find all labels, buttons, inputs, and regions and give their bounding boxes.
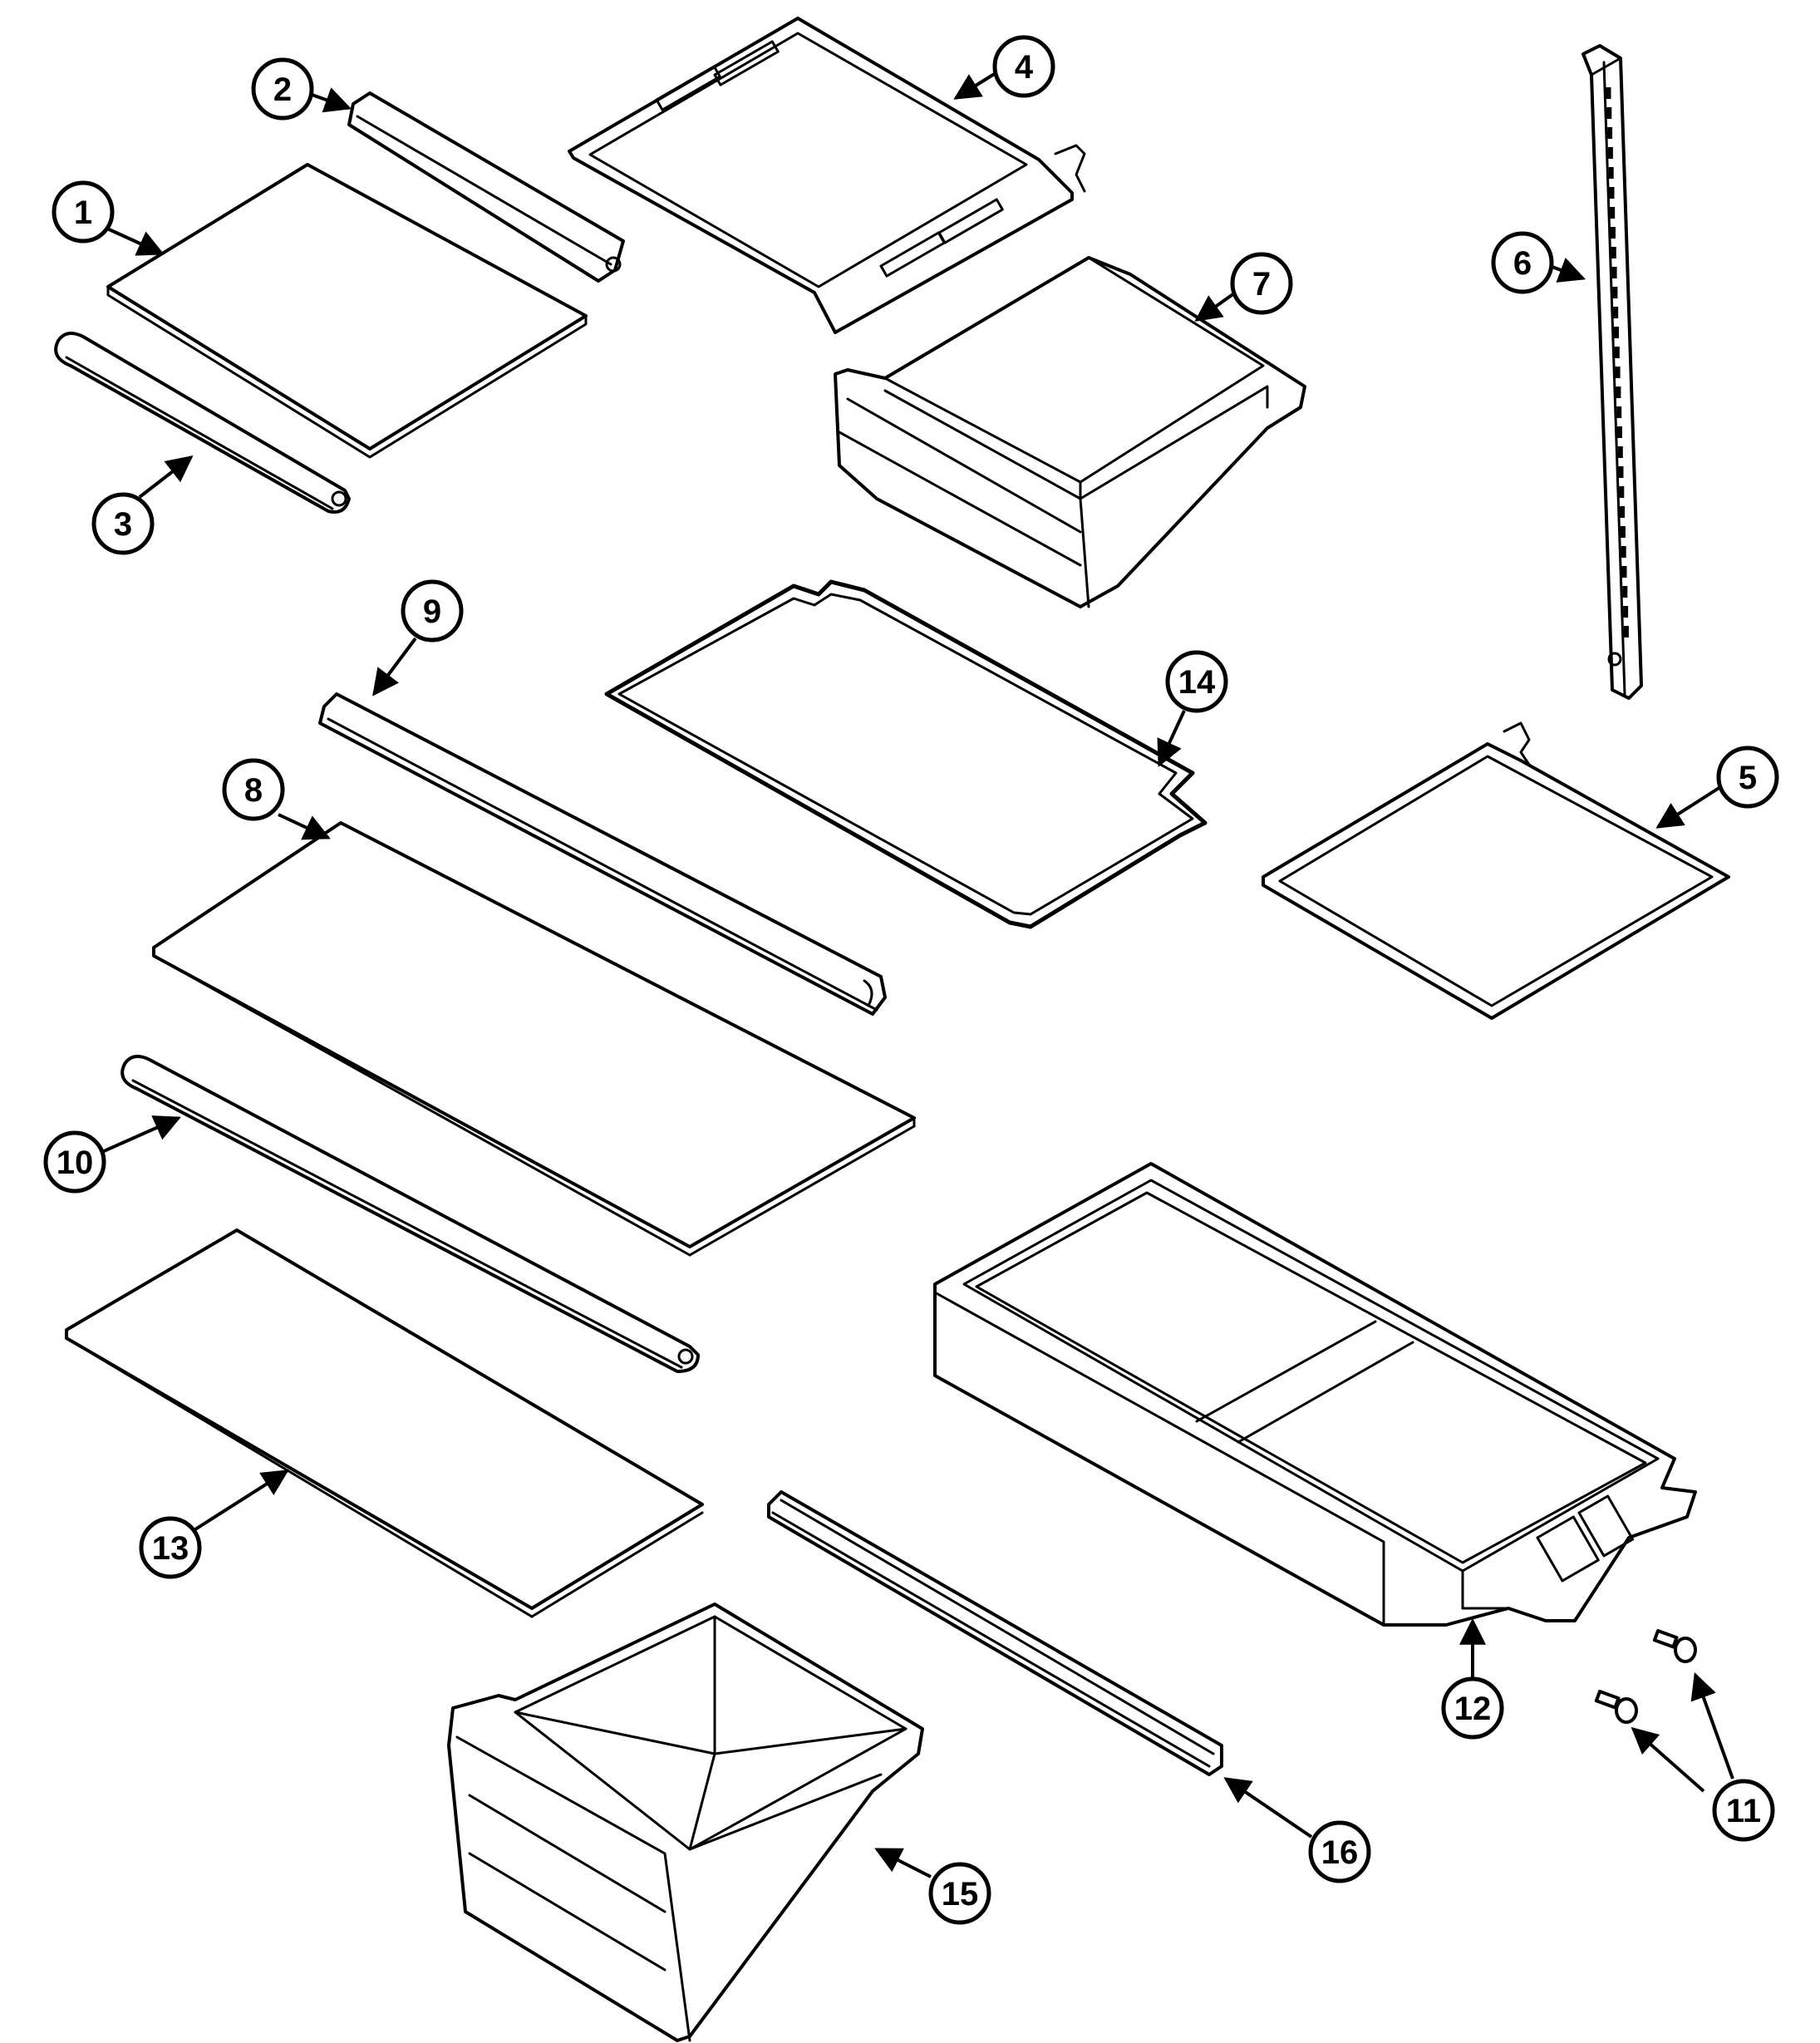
part-16-slide-rail [767,1490,1223,1776]
standard-slot [1611,227,1616,239]
svg-text:3: 3 [114,506,132,543]
svg-text:9: 9 [423,593,441,630]
standard-slot [1608,167,1614,179]
part-5-shelf-frame [1262,721,1730,1020]
standard-slot [1611,247,1616,258]
svg-text:6: 6 [1513,245,1532,282]
standard-slot [1616,406,1622,418]
svg-text:13: 13 [152,1530,189,1567]
standard-slot [1606,87,1611,99]
standard-slot [1609,187,1615,199]
standard-slot [1620,506,1626,518]
callout-13: 13 [139,1516,202,1579]
part-13-glass-shelf [65,1228,704,1618]
callout-11: 11 [1712,1779,1775,1842]
svg-text:10: 10 [57,1145,94,1181]
standard-slot [1611,267,1617,278]
part-11-screws [1594,1628,1697,1724]
callout-9: 9 [401,579,464,642]
callout-4: 4 [992,35,1055,98]
standard-slot [1619,486,1625,498]
svg-text:2: 2 [273,71,292,108]
standard-slot [1614,327,1619,338]
standard-slot [1623,606,1629,618]
standard-slot [1620,526,1626,538]
part-12-crisper-cover [933,1162,1697,1627]
standard-slot [1623,626,1629,638]
callout-3: 3 [91,492,155,555]
svg-text:16: 16 [1321,1834,1359,1871]
callout-7: 7 [1230,252,1293,315]
standard-slot [1621,546,1626,558]
standard-slot [1618,466,1624,478]
svg-text:4: 4 [1015,49,1034,86]
part-7-drawer [834,256,1306,608]
part-3-front-trim [54,332,351,514]
callout-15: 15 [928,1862,991,1925]
standard-slot [1616,386,1621,398]
callout-12: 12 [1441,1676,1504,1740]
svg-text:12: 12 [1454,1691,1492,1727]
part-6-shelf-standard [1581,44,1643,700]
part-14-wire-frame [604,579,1208,929]
standard-slot [1607,127,1613,139]
standard-slot [1612,287,1618,298]
callout-2: 2 [251,57,314,121]
svg-text:1: 1 [74,194,92,231]
part-8-glass-shelf [152,821,916,1257]
standard-slot [1613,307,1619,318]
callout-14: 14 [1165,650,1228,713]
standard-slot [1615,367,1621,378]
svg-text:5: 5 [1739,760,1757,796]
callout-6: 6 [1491,231,1554,294]
standard-slot [1621,566,1627,578]
callout-5: 5 [1716,746,1779,809]
part-15-deep-drawer [447,1602,924,2042]
callout-8: 8 [222,758,285,821]
svg-text:7: 7 [1252,266,1271,303]
part-2-rear-trim [347,91,625,283]
leader-lines [103,71,1734,1878]
screw-a [1652,1628,1697,1663]
standard-slot [1617,426,1622,438]
standard-slot [1606,107,1612,119]
svg-text:11: 11 [1726,1793,1761,1829]
callout-16: 16 [1308,1820,1371,1883]
svg-text:14: 14 [1178,664,1216,701]
part-9-rear-trim [318,692,887,1016]
callout-1: 1 [52,180,115,244]
part-1-glass-shelf [106,163,588,459]
svg-text:8: 8 [244,772,263,809]
part-10-front-trim [121,1055,700,1373]
screw-b [1594,1689,1638,1724]
part-4-shelf-frame [568,17,1086,334]
callout-10: 10 [43,1130,106,1194]
standard-slot [1607,147,1613,159]
standard-slot [1614,347,1620,358]
standard-slot [1617,446,1623,458]
standard-slot [1622,586,1628,598]
svg-text:15: 15 [942,1876,979,1913]
standard-slot [1610,207,1616,219]
